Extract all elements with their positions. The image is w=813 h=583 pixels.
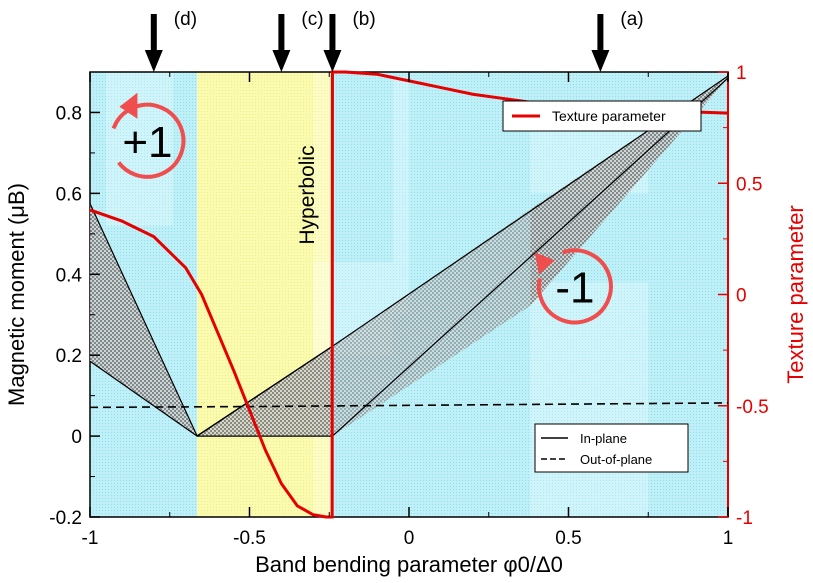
winding-number-label: -1 <box>555 263 594 312</box>
y-tick-label: 0.2 <box>56 346 82 367</box>
marker-label: (b) <box>352 9 375 30</box>
marker-label: (c) <box>301 9 323 30</box>
region-highlight-0 <box>105 72 173 226</box>
y-tick-label: -0.2 <box>49 508 82 529</box>
legend-box-moment <box>534 423 689 473</box>
annotations: (a) (b) (c) (d) Hyperbolic +1 -1 <box>109 9 644 325</box>
winding-number-label: +1 <box>122 118 172 167</box>
y-tick-label: 0.4 <box>56 265 83 286</box>
winding-arrow-icon <box>534 252 555 275</box>
marker-arrow-head <box>272 50 291 72</box>
x-tick-label: 0 <box>404 528 415 549</box>
marker-label: (d) <box>174 9 197 30</box>
y2-tick-label: -0.5 <box>736 397 769 418</box>
y2-tick-label: 0.5 <box>736 174 762 195</box>
x-tick-label: 1 <box>723 528 734 549</box>
legend-label-out-of-plane: Out-of-plane <box>580 452 652 467</box>
y2-tick-label: 1 <box>736 63 747 84</box>
y-axis-label: Magnetic moment (μB) <box>4 183 29 406</box>
marker-arrow-head <box>323 50 342 72</box>
y-tick-label: 0 <box>71 427 82 448</box>
legend-label-texture: Texture parameter <box>552 108 666 124</box>
x-tick-label: 0.5 <box>555 528 581 549</box>
marker-arrow-head <box>591 50 610 72</box>
hatched-region-right-far <box>530 76 728 306</box>
region-highlight-3 <box>393 80 409 315</box>
y2-axis-label: Texture parameter <box>783 205 808 384</box>
legend-label-in-plane: In-plane <box>580 431 627 446</box>
marker-arrow-shaft <box>329 14 336 54</box>
marker-arrow-shaft <box>597 14 604 54</box>
series-line-out-of-plane <box>89 402 729 409</box>
x-tick-label: -1 <box>82 528 99 549</box>
x-axis-label: Band bending parameter φ0/Δ0 <box>255 552 563 577</box>
winding-arrow-icon <box>119 92 138 119</box>
marker-label: (a) <box>620 9 643 30</box>
y-tick-label: 0.6 <box>56 184 82 205</box>
hatched-region-right <box>332 209 531 437</box>
y2-tick-label: -1 <box>736 508 753 529</box>
x-tick-label: -0.5 <box>233 528 266 549</box>
marker-arrow-shaft <box>278 14 285 54</box>
region-label-hyperbolic: Hyperbolic <box>296 145 319 244</box>
winding-circle-icon <box>109 102 186 179</box>
region-yellow-1 <box>197 72 333 517</box>
marker-arrow-head <box>144 50 163 72</box>
series-line-boundary-1 <box>89 77 729 437</box>
marker-arrow-shaft <box>150 14 157 54</box>
y-tick-label: 0.8 <box>56 103 82 124</box>
y2-tick-label: 0 <box>736 286 747 307</box>
series-line-boundary-2 <box>196 345 333 437</box>
axes: -1 -0.5 0 0.5 1 -0.2 0 0.2 0.4 0.6 0.8 -1 -0.5 0 0.5 1B… <box>4 63 808 577</box>
